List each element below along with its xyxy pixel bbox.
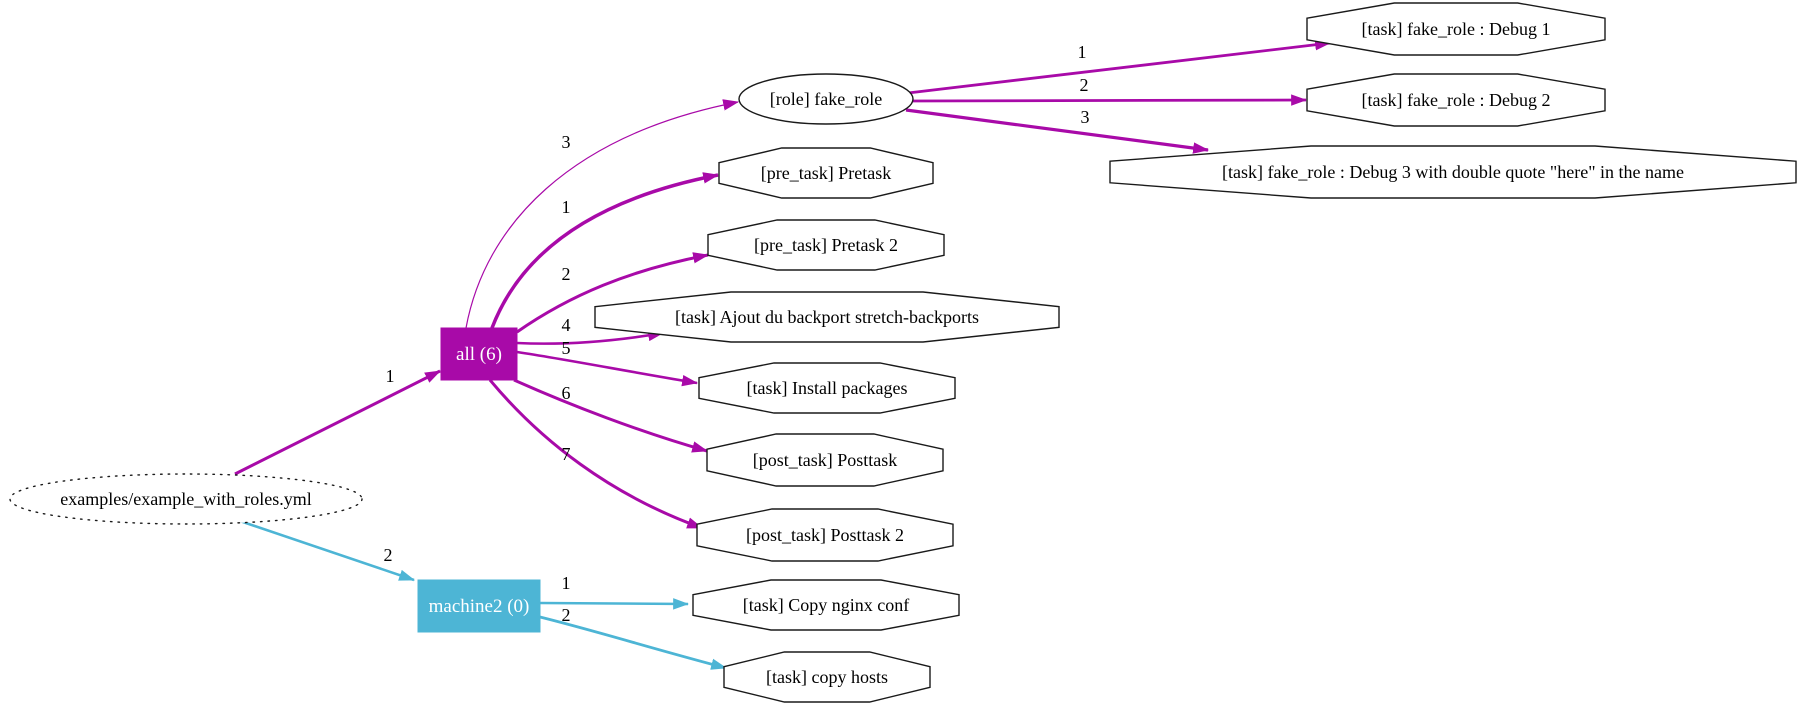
edge-order-label: 1 [562, 573, 571, 593]
edge-all-install: 5 [516, 338, 699, 387]
task-octagon [692, 579, 960, 631]
edge-order-label: 7 [562, 444, 571, 464]
play-box [440, 327, 518, 381]
edge-line [513, 378, 709, 453]
node-label: machine2 (0) [429, 596, 530, 617]
edge-line [234, 369, 442, 476]
node-label: examples/example_with_roles.yml [60, 489, 311, 509]
edge-order-label: 3 [562, 132, 571, 152]
task-octagon [718, 147, 934, 199]
edge-all-posttask: 6 [513, 378, 709, 453]
edge-all-fake_role: 3 [465, 99, 740, 329]
node-debug1: [task] fake_role : Debug 1 [1306, 2, 1606, 56]
edge-line [239, 519, 416, 582]
node-copy_hosts: [task] copy hosts [723, 651, 931, 703]
edge-order-label: 6 [562, 383, 571, 403]
node-label: [role] fake_role [770, 89, 882, 109]
edge-root-machine2: 2 [239, 519, 416, 582]
edge-order-label: 5 [562, 338, 571, 358]
task-octagon [1109, 145, 1797, 199]
edge-order-label: 1 [1078, 42, 1087, 62]
node-label: [pre_task] Pretask [761, 163, 891, 183]
edge-order-label: 1 [562, 197, 571, 217]
edge-fake_role-debug1: 1 [907, 39, 1332, 95]
node-all: all (6) [440, 327, 518, 381]
edge-line [516, 329, 665, 345]
node-root: examples/example_with_roles.yml [9, 473, 363, 525]
edge-order-label: 2 [562, 264, 571, 284]
edge-line [905, 108, 1210, 154]
task-octagon [1306, 73, 1606, 127]
node-install: [task] Install packages [698, 362, 956, 414]
edge-fake_role-debug2: 2 [909, 75, 1308, 106]
playbook-root-ellipse [9, 473, 363, 525]
task-octagon [1306, 2, 1606, 56]
node-label: [task] fake_role : Debug 2 [1362, 90, 1551, 110]
edge-order-label: 4 [562, 315, 571, 335]
edge-line [909, 94, 1308, 106]
node-machine2: machine2 (0) [417, 579, 541, 633]
edge-order-label: 2 [562, 605, 571, 625]
node-ajout: [task] Ajout du backport stretch-backpor… [594, 291, 1060, 343]
edge-order-label: 2 [384, 545, 393, 565]
task-octagon [723, 651, 931, 703]
edge-all-pretask: 1 [490, 172, 720, 329]
task-octagon [706, 433, 944, 487]
node-fake_role: [role] fake_role [738, 73, 914, 125]
edge-machine2-copy_nginx: 1 [539, 573, 690, 610]
edge-order-label: 3 [1081, 107, 1090, 127]
node-copy_nginx: [task] Copy nginx conf [692, 579, 960, 631]
edge-line [516, 252, 710, 334]
edge-line [516, 350, 699, 387]
node-label: [post_task] Posttask 2 [746, 525, 904, 545]
edge-line [490, 172, 720, 329]
node-debug2: [task] fake_role : Debug 2 [1306, 73, 1606, 127]
task-octagon [698, 362, 956, 414]
task-octagon [707, 219, 945, 271]
node-pretask: [pre_task] Pretask [718, 147, 934, 199]
task-octagon [594, 291, 1060, 343]
edge-fake_role-debug3: 3 [905, 107, 1210, 154]
edge-all-pretask2: 2 [516, 252, 710, 334]
edge-order-label: 2 [1080, 75, 1089, 95]
edge-all-ajout: 4 [516, 315, 665, 345]
edge-machine2-copy_hosts: 2 [539, 605, 728, 670]
task-octagon [696, 508, 954, 562]
node-posttask2: [post_task] Posttask 2 [696, 508, 954, 562]
node-label: [pre_task] Pretask 2 [754, 235, 898, 255]
node-label: [task] copy hosts [766, 667, 888, 687]
role-ellipse [738, 73, 914, 125]
node-label: [task] fake_role : Debug 3 with double q… [1222, 162, 1684, 182]
node-debug3: [task] fake_role : Debug 3 with double q… [1109, 145, 1797, 199]
node-label: [task] Install packages [747, 378, 908, 398]
edge-line [539, 615, 728, 670]
node-label: all (6) [456, 344, 502, 365]
edge-line [907, 39, 1332, 95]
edge-line [539, 598, 690, 610]
edge-line [488, 379, 704, 530]
node-posttask: [post_task] Posttask [706, 433, 944, 487]
node-label: [task] Ajout du backport stretch-backpor… [675, 307, 979, 327]
edge-line [465, 99, 740, 329]
node-label: [task] Copy nginx conf [743, 595, 909, 615]
node-label: [post_task] Posttask [753, 450, 898, 470]
edge-all-posttask2: 7 [488, 379, 704, 530]
play-box [417, 579, 541, 633]
node-label: [task] fake_role : Debug 1 [1362, 19, 1551, 39]
edge-order-label: 1 [386, 366, 395, 386]
node-pretask2: [pre_task] Pretask 2 [707, 219, 945, 271]
edge-root-all: 1 [234, 366, 442, 476]
